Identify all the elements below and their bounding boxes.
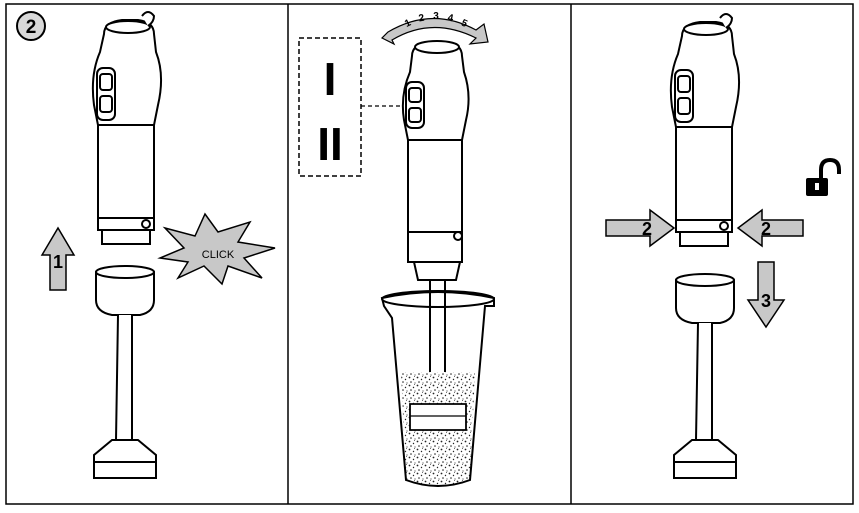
press-arrow-left: 2 bbox=[606, 210, 674, 246]
motor-unit bbox=[93, 12, 161, 244]
blending-shaft bbox=[94, 266, 156, 478]
speed-label-low: I bbox=[324, 53, 337, 105]
down-arrow-3: 3 bbox=[748, 262, 784, 327]
press-arrow-right-number: 2 bbox=[761, 219, 771, 239]
panel-3-detach: 2 2 3 bbox=[606, 14, 839, 478]
panel-2-operate: 1 2 3 4 5 I II bbox=[299, 11, 494, 486]
step-badge-number: 2 bbox=[26, 17, 37, 38]
motor-unit-detach bbox=[671, 14, 739, 246]
step-badge: 2 bbox=[17, 12, 45, 40]
speed-selector-box: I II bbox=[299, 38, 405, 176]
blender-assembled bbox=[403, 41, 469, 405]
press-arrow-right: 2 bbox=[738, 210, 803, 246]
click-label: CLICK bbox=[202, 249, 235, 261]
blending-shaft-detach bbox=[674, 274, 736, 478]
speed-dial-arrow: 1 2 3 4 5 bbox=[382, 11, 488, 44]
press-arrow-left-number: 2 bbox=[642, 219, 652, 239]
down-arrow-3-number: 3 bbox=[761, 291, 771, 311]
speed-number-3: 3 bbox=[433, 11, 439, 22]
unlock-icon bbox=[806, 160, 839, 196]
up-arrow-1: 1 bbox=[42, 228, 74, 290]
measuring-beaker bbox=[382, 291, 494, 486]
speed-label-high: II bbox=[317, 118, 343, 170]
click-burst: CLICK bbox=[160, 214, 275, 284]
panel-1-attach: 1 CLICK bbox=[42, 12, 275, 478]
up-arrow-1-number: 1 bbox=[53, 252, 63, 272]
